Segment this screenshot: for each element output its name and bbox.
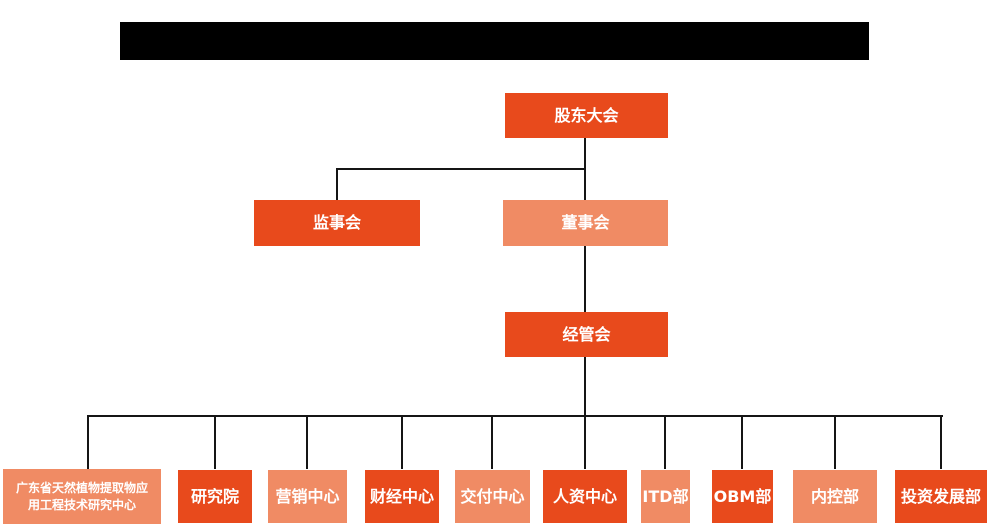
- node-label: ITD部: [642, 486, 689, 506]
- connector-drop-itd-dept: [664, 415, 666, 469]
- connector-drop-delivery-center: [491, 415, 493, 469]
- node-label: 交付中心: [460, 486, 525, 506]
- node-label: 股东大会: [554, 105, 619, 125]
- node-label: 财经中心: [369, 486, 434, 506]
- node-supervisory-board: 监事会: [254, 200, 420, 246]
- node-dept-obm: OBM部: [712, 470, 773, 523]
- connector-drop-research-center: [87, 415, 89, 469]
- node-label: 广东省天然植物提取物应用工程技术研究中心: [15, 481, 148, 512]
- node-dept-research-center-guangdong: 广东省天然植物提取物应用工程技术研究中心: [3, 469, 161, 524]
- node-label: 投资发展部: [900, 486, 981, 506]
- node-label: 人资中心: [552, 486, 617, 506]
- node-label: 研究院: [190, 486, 239, 506]
- connector-board-to-management: [584, 246, 586, 312]
- connector-departments-bus: [88, 415, 943, 417]
- node-label: 监事会: [312, 213, 361, 233]
- node-dept-investment-development: 投资发展部: [895, 470, 987, 523]
- connector-drop-finance-center: [401, 415, 403, 469]
- node-dept-research-institute: 研究院: [178, 470, 252, 523]
- connector-management-to-bus: [584, 357, 586, 417]
- redacted-title-bar: [120, 22, 869, 60]
- node-label: 内控部: [810, 486, 859, 506]
- node-label: 经管会: [562, 324, 611, 344]
- node-dept-marketing-center: 营销中心: [268, 470, 347, 523]
- node-label: OBM部: [713, 486, 772, 506]
- node-dept-itd: ITD部: [641, 470, 690, 523]
- connector-drop-investment-development-dept: [940, 415, 942, 469]
- node-dept-delivery-center: 交付中心: [455, 470, 530, 523]
- connector-drop-marketing-center: [306, 415, 308, 469]
- node-label: 董事会: [561, 213, 610, 233]
- node-management-committee: 经管会: [505, 312, 668, 357]
- connector-level2-horizontal: [336, 168, 586, 170]
- connector-drop-hr-center: [584, 415, 586, 469]
- node-label: 营销中心: [275, 486, 340, 506]
- node-dept-finance-center: 财经中心: [365, 470, 439, 523]
- connector-drop-internal-control-dept: [834, 415, 836, 469]
- connector-drop-obm-dept: [741, 415, 743, 469]
- connector-drop-research-institute: [214, 415, 216, 469]
- node-board-of-directors: 董事会: [503, 200, 668, 246]
- node-dept-internal-control: 内控部: [793, 470, 877, 523]
- connector-to-supervisory-board: [336, 168, 338, 200]
- node-shareholders-meeting: 股东大会: [505, 93, 668, 138]
- node-dept-hr-center: 人资中心: [543, 470, 627, 523]
